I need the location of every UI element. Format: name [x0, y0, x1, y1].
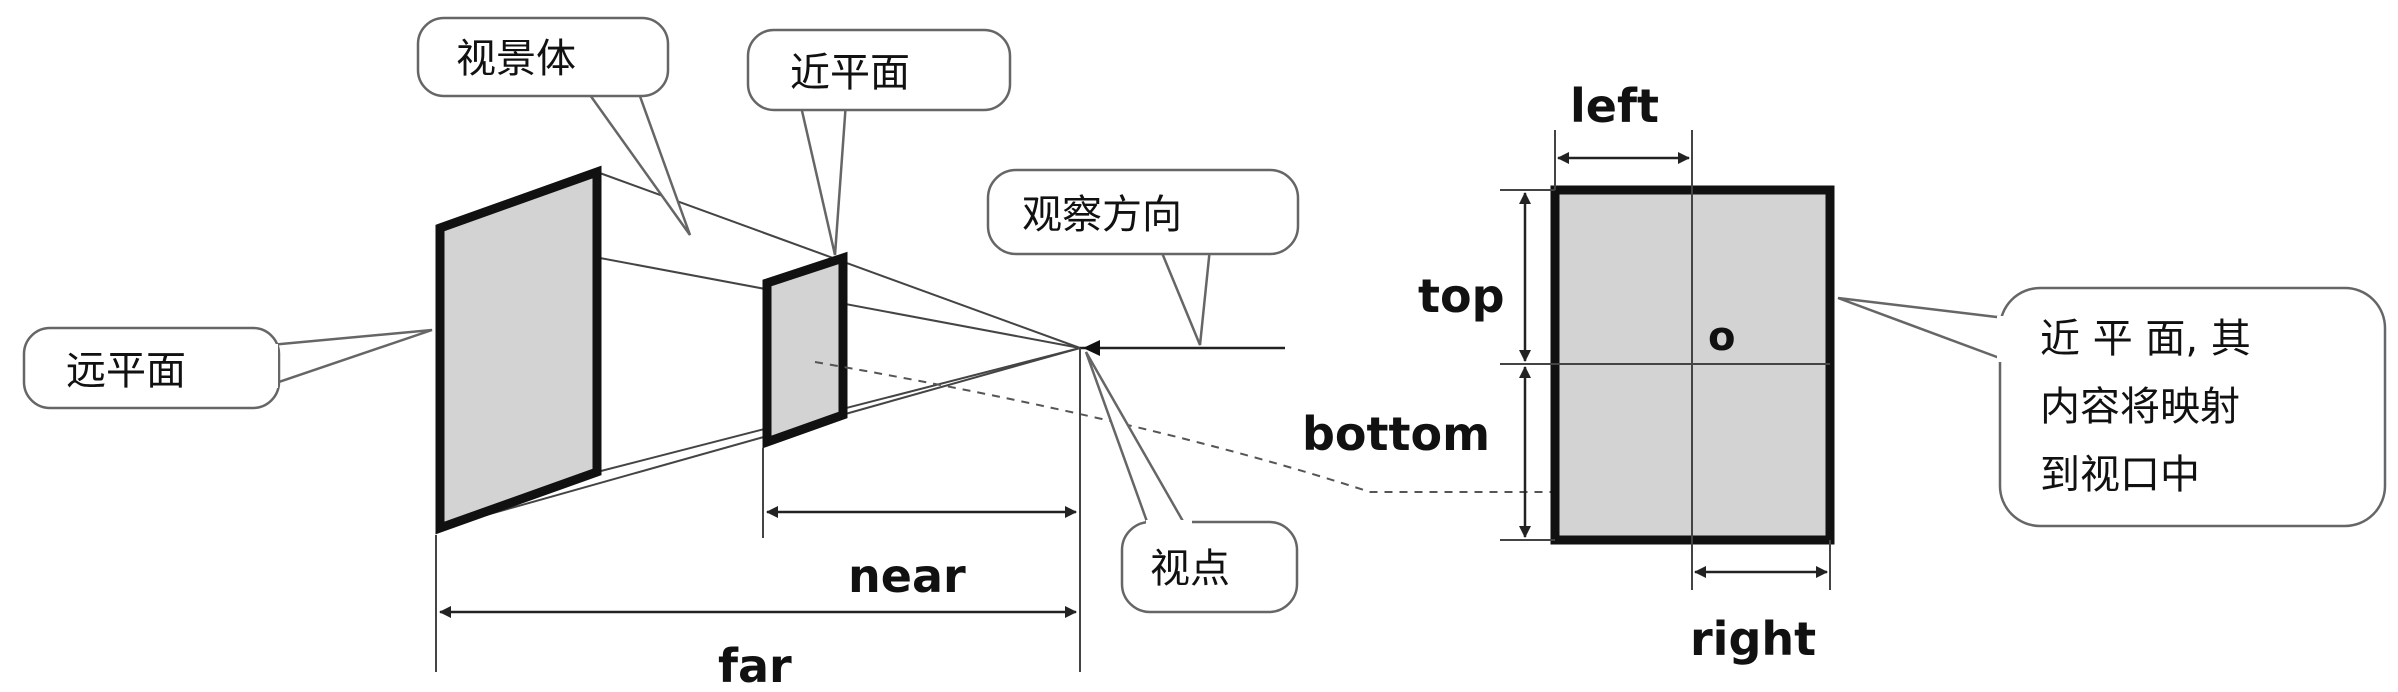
near-plane-top-callout — [746, 28, 1012, 112]
mapping-callout-pointer — [1837, 296, 2007, 362]
frustum-edge-lower — [439, 347, 1081, 529]
view-direction-callout — [986, 168, 1300, 256]
far-label: far — [718, 639, 792, 692]
near-label: near — [848, 549, 966, 603]
far-plane-left-callout — [22, 326, 281, 410]
near-plane — [762, 251, 848, 449]
top-label: top — [1418, 269, 1505, 323]
origin-label: o — [1708, 314, 1735, 360]
right-label: right — [1690, 612, 1816, 666]
far-plane — [435, 165, 602, 535]
mapping-callout — [1998, 286, 2387, 528]
far-plane-callout-pointer — [268, 328, 433, 387]
view-volume-callout — [416, 16, 670, 98]
viewpoint-callout — [1120, 520, 1299, 614]
callouts-group: 视景体 近平面 远平面 观察方向 视点 — [22, 16, 1300, 614]
view-direction-label: 观察方向 — [1022, 192, 1182, 238]
near-plane-callout-pointer — [798, 100, 848, 256]
view-direction-callout-pointer — [1158, 246, 1212, 346]
frustum-group: near far — [435, 165, 1600, 692]
mapping-callout-line-3: 到视口中 — [2040, 452, 2200, 498]
center-dashed-line — [814, 361, 1600, 493]
far-plane-left-label: 远平面 — [66, 348, 186, 394]
bottom-label: bottom — [1302, 407, 1490, 461]
mapping-callout-line-1: 近 平 面, 其 — [2040, 316, 2251, 362]
viewpoint-callout-pointer — [1084, 351, 1191, 532]
left-label: left — [1570, 79, 1659, 133]
near-plane-front-view: o left right top bottom 近 平 面, 其 内容将映射 到… — [1302, 79, 2387, 666]
view-volume-label: 视景体 — [456, 36, 576, 82]
near-plane-top-label: 近平面 — [790, 50, 910, 96]
viewpoint-label: 视点 — [1150, 546, 1230, 592]
viewpoint-icon — [1083, 340, 1100, 356]
mapping-callout-line-2: 内容将映射 — [2040, 384, 2240, 430]
